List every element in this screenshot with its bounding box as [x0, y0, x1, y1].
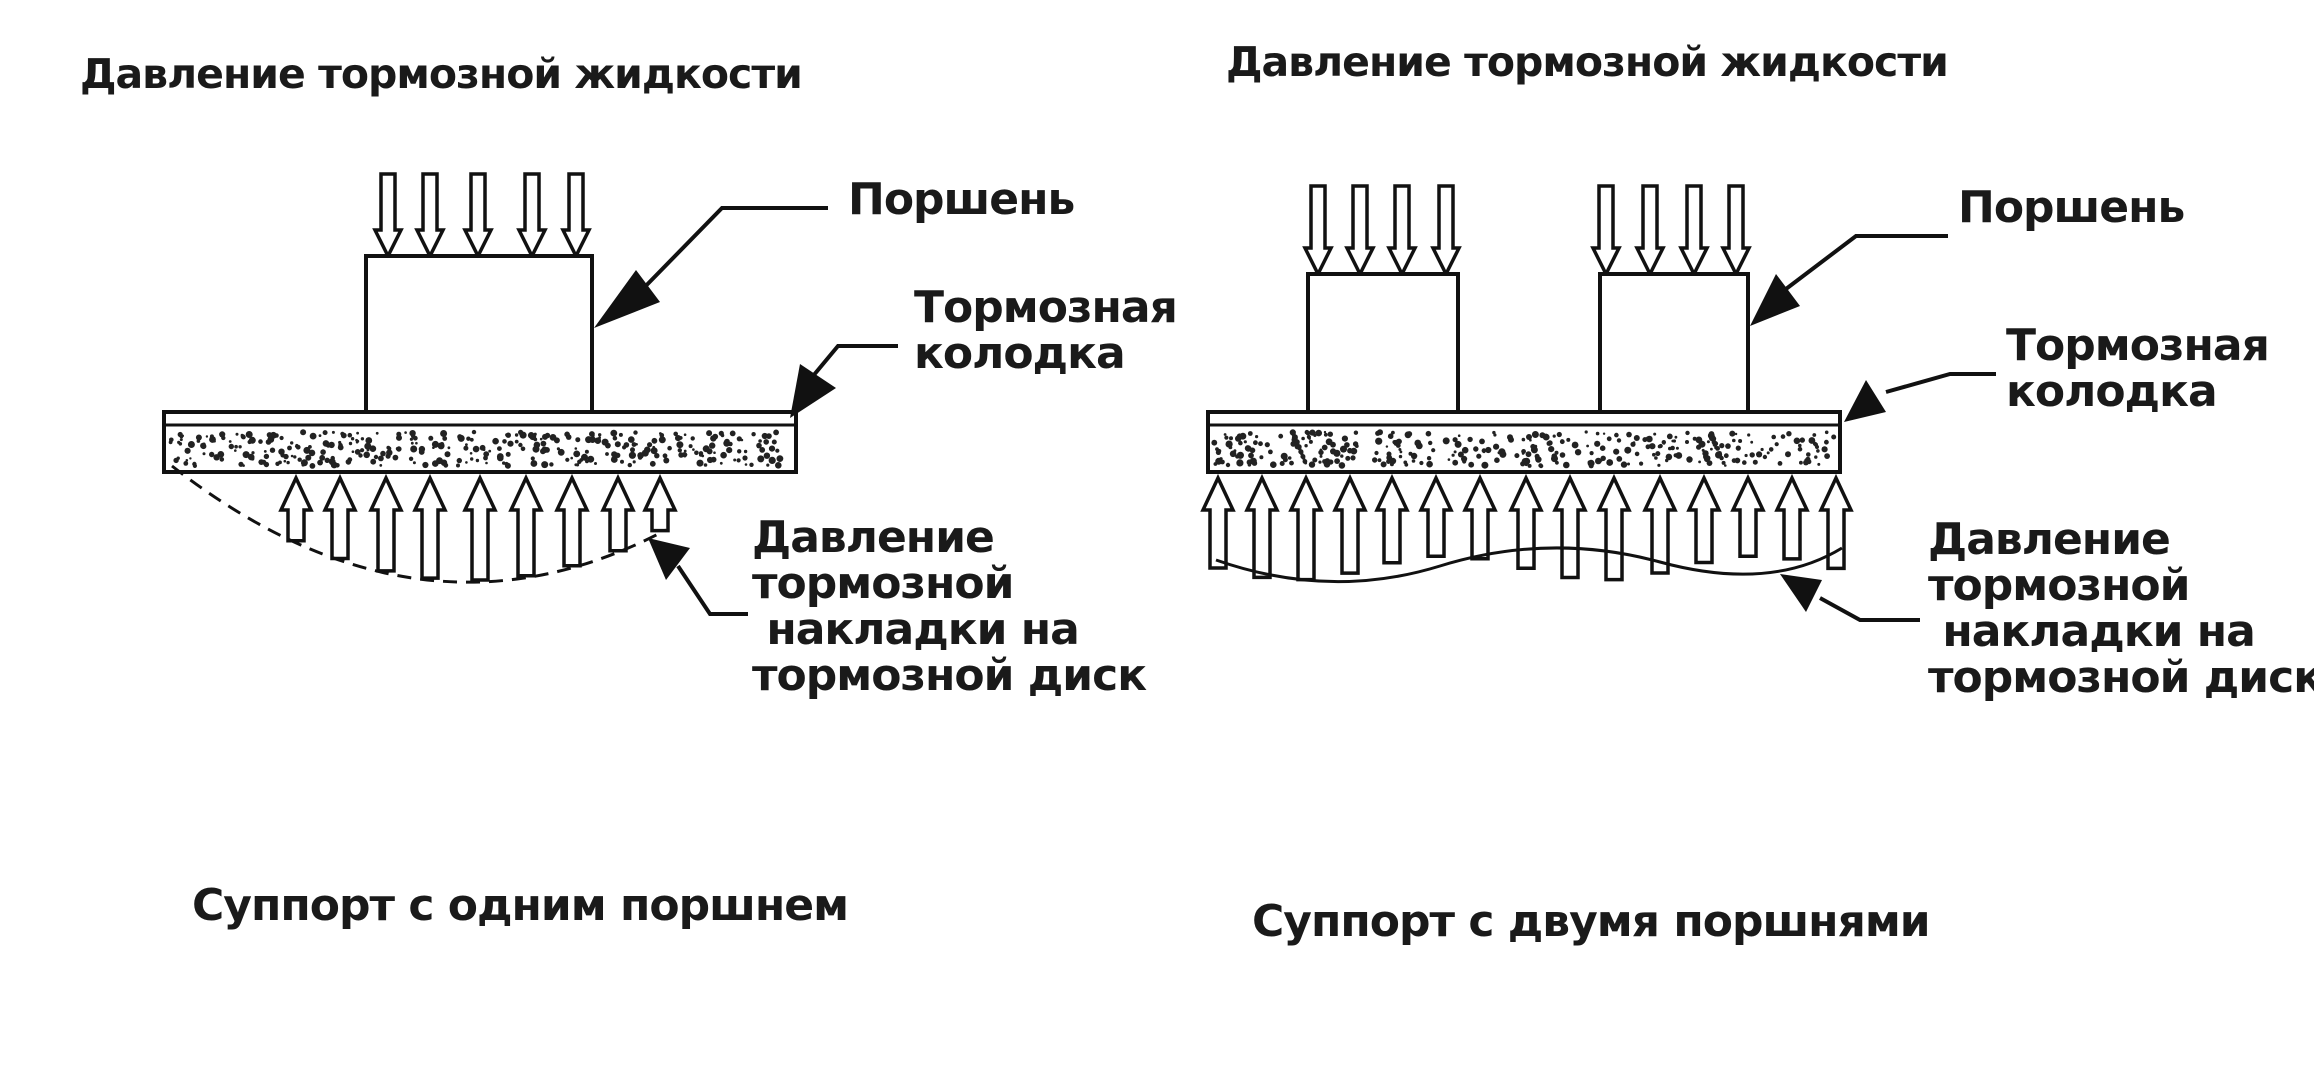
up-arrow: [1774, 473, 1810, 561]
piston-left: [1306, 272, 1460, 414]
up-arrow: [1374, 473, 1410, 565]
pressure-label-line-4: тормозной диск: [752, 650, 1147, 701]
caption: Суппорт с двумя поршнями: [1252, 896, 1930, 947]
pad-label-line-1: Тормозная: [2006, 320, 2269, 371]
down-arrow: [1430, 184, 1462, 278]
up-arrow: [412, 473, 448, 580]
down-arrow: [1302, 184, 1334, 278]
pad-pressure-arrows: [278, 473, 678, 582]
pressure-distribution-curve: [171, 464, 667, 584]
up-arrow: [1244, 473, 1280, 580]
fluid-pressure-arrows: [1302, 184, 1752, 278]
down-arrow: [516, 172, 548, 260]
pad-label-line-1: Тормозная: [914, 282, 1177, 333]
up-arrow: [1642, 473, 1678, 575]
piston-leader: [594, 206, 828, 328]
caption: Суппорт с одним поршнем: [192, 880, 848, 931]
up-arrow: [508, 473, 544, 578]
pad-leader: [790, 344, 898, 418]
friction-material-texture: [1211, 429, 1837, 469]
up-arrow: [1288, 473, 1324, 582]
fluid-pressure-arrows: [372, 172, 592, 260]
piston: [364, 254, 594, 414]
pressure-label-line-3: накладки на: [752, 604, 1079, 655]
pressure-label-line-4: тормозной диск: [1928, 652, 2314, 703]
up-arrow: [554, 473, 590, 568]
pressure-label-line-2: тормозной: [752, 558, 1013, 609]
up-arrow: [642, 473, 678, 533]
pad-leader: [1844, 372, 1996, 422]
piston-label: Поршень: [848, 174, 1074, 225]
up-arrow: [368, 473, 404, 573]
down-arrow: [462, 172, 494, 260]
up-arrow: [1596, 473, 1632, 582]
pressure-label-line-1: Давление: [752, 512, 994, 563]
down-arrow: [560, 172, 592, 260]
down-arrow: [1634, 184, 1666, 278]
pad-pressure-leader: [1780, 574, 1920, 622]
friction-material-texture: [168, 429, 784, 469]
pad-pressure-arrows: [1200, 473, 1854, 582]
down-arrow: [1344, 184, 1376, 278]
pad-pressure-leader: [648, 538, 748, 616]
up-arrow: [1200, 473, 1236, 570]
dual-piston-diagram: Давление тормозной жидкости Поршень Торм…: [1200, 38, 2314, 947]
piston-label: Поршень: [1958, 182, 2184, 233]
pressure-distribution-curve: [1215, 546, 1843, 584]
pad-label-line-2: колодка: [914, 328, 1125, 379]
up-arrow: [1818, 473, 1854, 571]
down-arrow: [1720, 184, 1752, 278]
up-arrow: [1552, 473, 1588, 580]
up-arrow: [1730, 473, 1766, 558]
up-arrow: [1332, 473, 1368, 575]
fluid-pressure-heading: Давление тормозной жидкости: [80, 50, 802, 98]
up-arrow: [600, 473, 636, 553]
pressure-label-line-1: Давление: [1928, 514, 2170, 565]
piston-leader: [1750, 234, 1948, 326]
down-arrow: [1386, 184, 1418, 278]
down-arrow: [372, 172, 404, 260]
piston-right: [1598, 272, 1750, 414]
brake-pad: [162, 410, 798, 474]
down-arrow: [1678, 184, 1710, 278]
brake-pad: [1206, 410, 1842, 474]
up-arrow: [1418, 473, 1454, 559]
up-arrow: [462, 473, 498, 582]
up-arrow: [322, 473, 358, 561]
pressure-label-line-2: тормозной: [1928, 560, 2189, 611]
single-piston-diagram: Давление тормозной жидкости Поршень Торм…: [80, 50, 1178, 931]
fluid-pressure-heading: Давление тормозной жидкости: [1226, 38, 1948, 86]
pad-label-line-2: колодка: [2006, 366, 2217, 417]
up-arrow: [1686, 473, 1722, 565]
up-arrow: [278, 473, 314, 543]
up-arrow: [1462, 473, 1498, 561]
up-arrow: [1508, 473, 1544, 570]
down-arrow: [1590, 184, 1622, 278]
down-arrow: [414, 172, 446, 260]
pressure-label-line-3: накладки на: [1928, 606, 2255, 657]
